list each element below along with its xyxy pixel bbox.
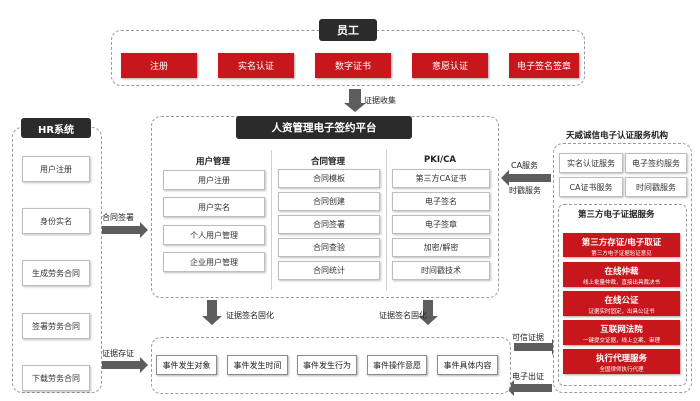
pki-ca-item: 时间戳技术 [392, 261, 490, 280]
employee-step-register: 注册 [121, 53, 197, 78]
tianwei-title: 天威诚信电子认证服务机构 [566, 131, 669, 141]
employee-title: 员工 [319, 19, 377, 41]
user-mgmt-item: 用户实名 [163, 197, 265, 217]
contract-mgmt-item: 合同模板 [278, 169, 380, 188]
panel-third-party-deposit: 第三方存证/电子取证 第三方电子证据验证意见 [563, 233, 680, 257]
trusted-evidence-label: 可信证据 [512, 333, 544, 342]
hr-step-download-contract: 下载劳务合同 [22, 365, 90, 391]
event-behavior: 事件发生行为 [297, 355, 357, 375]
service-timestamp: 时间戳服务 [625, 177, 687, 197]
left-arrow-icon [506, 380, 552, 396]
contract-mgmt-item: 合同查验 [278, 238, 380, 257]
employee-step-willingness: 意愿认证 [412, 53, 488, 78]
contract-mgmt-item: 合同签署 [278, 215, 380, 234]
service-ca-cert: CA证书服务 [559, 177, 623, 197]
pki-ca-item: 电子签名 [392, 192, 490, 211]
contract-mgmt-item: 合同统计 [278, 261, 380, 280]
service-esign: 电子签约服务 [625, 153, 687, 173]
panel-execution-agency: 执行代理服务 全国律师执行代理 [563, 349, 680, 374]
contract-mgmt-heading: 合同管理 [310, 157, 345, 167]
platform-title: 人资管理电子签约平台 [236, 116, 412, 139]
pki-ca-item: 第三方CA证书 [392, 169, 490, 188]
solidify-label-right: 证据签名固化 [379, 311, 427, 320]
contract-mgmt-item: 合同创建 [278, 192, 380, 211]
employee-step-realname: 实名认证 [218, 53, 294, 78]
right-arrow-icon [98, 357, 148, 373]
employee-step-certificate: 数字证书 [315, 53, 391, 78]
panel-online-notary: 在线公证 证据实时固定，出具公证书 [563, 291, 680, 316]
ca-service-label: CA服务 [511, 161, 539, 170]
down-arrow-icon [418, 300, 438, 325]
pki-ca-heading: PKI/CA [424, 155, 456, 165]
right-arrow-icon [514, 339, 560, 355]
left-arrow-icon [501, 170, 551, 186]
user-mgmt-heading: 用户管理 [195, 157, 230, 167]
pki-ca-item: 电子签章 [392, 215, 490, 234]
down-arrow-icon [344, 89, 366, 112]
contract-sign-label: 合同签署 [102, 213, 134, 222]
hr-step-register: 用户注册 [22, 156, 90, 182]
third-party-title: 第三方电子证据服务 [576, 208, 657, 220]
pki-ca-item: 加密/解密 [392, 238, 490, 257]
hr-step-identity: 身份实名 [22, 208, 90, 234]
issue-evidence-label: 电子出证 [512, 372, 544, 381]
event-time: 事件发生时间 [227, 355, 288, 375]
solidify-label-left: 证据签名固化 [226, 311, 274, 320]
user-mgmt-item: 个人用户管理 [163, 225, 265, 245]
column-divider [271, 150, 272, 290]
right-arrow-icon [98, 222, 148, 238]
employee-step-esign: 电子签名签章 [509, 53, 579, 78]
panel-online-arbitration: 在线仲裁 线上批量仲裁，直接出具裁决书 [563, 262, 680, 287]
service-realname: 实名认证服务 [559, 153, 623, 173]
timestamp-service-label: 时戳服务 [509, 186, 541, 195]
panel-internet-court: 互联网法院 一键提交证据，线上立案、审理 [563, 320, 680, 345]
user-mgmt-item: 用户注册 [163, 170, 265, 190]
event-object: 事件发生对象 [156, 355, 217, 375]
column-divider [386, 150, 387, 290]
event-content: 事件具体内容 [437, 355, 498, 375]
evidence-store-label: 证据存证 [102, 349, 134, 358]
event-willingness: 事件操作意愿 [367, 355, 427, 375]
evidence-collect-label: 证据收集 [364, 96, 396, 105]
down-arrow-icon [202, 300, 222, 325]
hr-step-sign-contract: 签署劳务合同 [22, 313, 90, 339]
user-mgmt-item: 企业用户管理 [163, 252, 265, 272]
hr-step-generate-contract: 生成劳务合同 [22, 260, 90, 286]
hr-system-title: HR系统 [21, 118, 91, 138]
